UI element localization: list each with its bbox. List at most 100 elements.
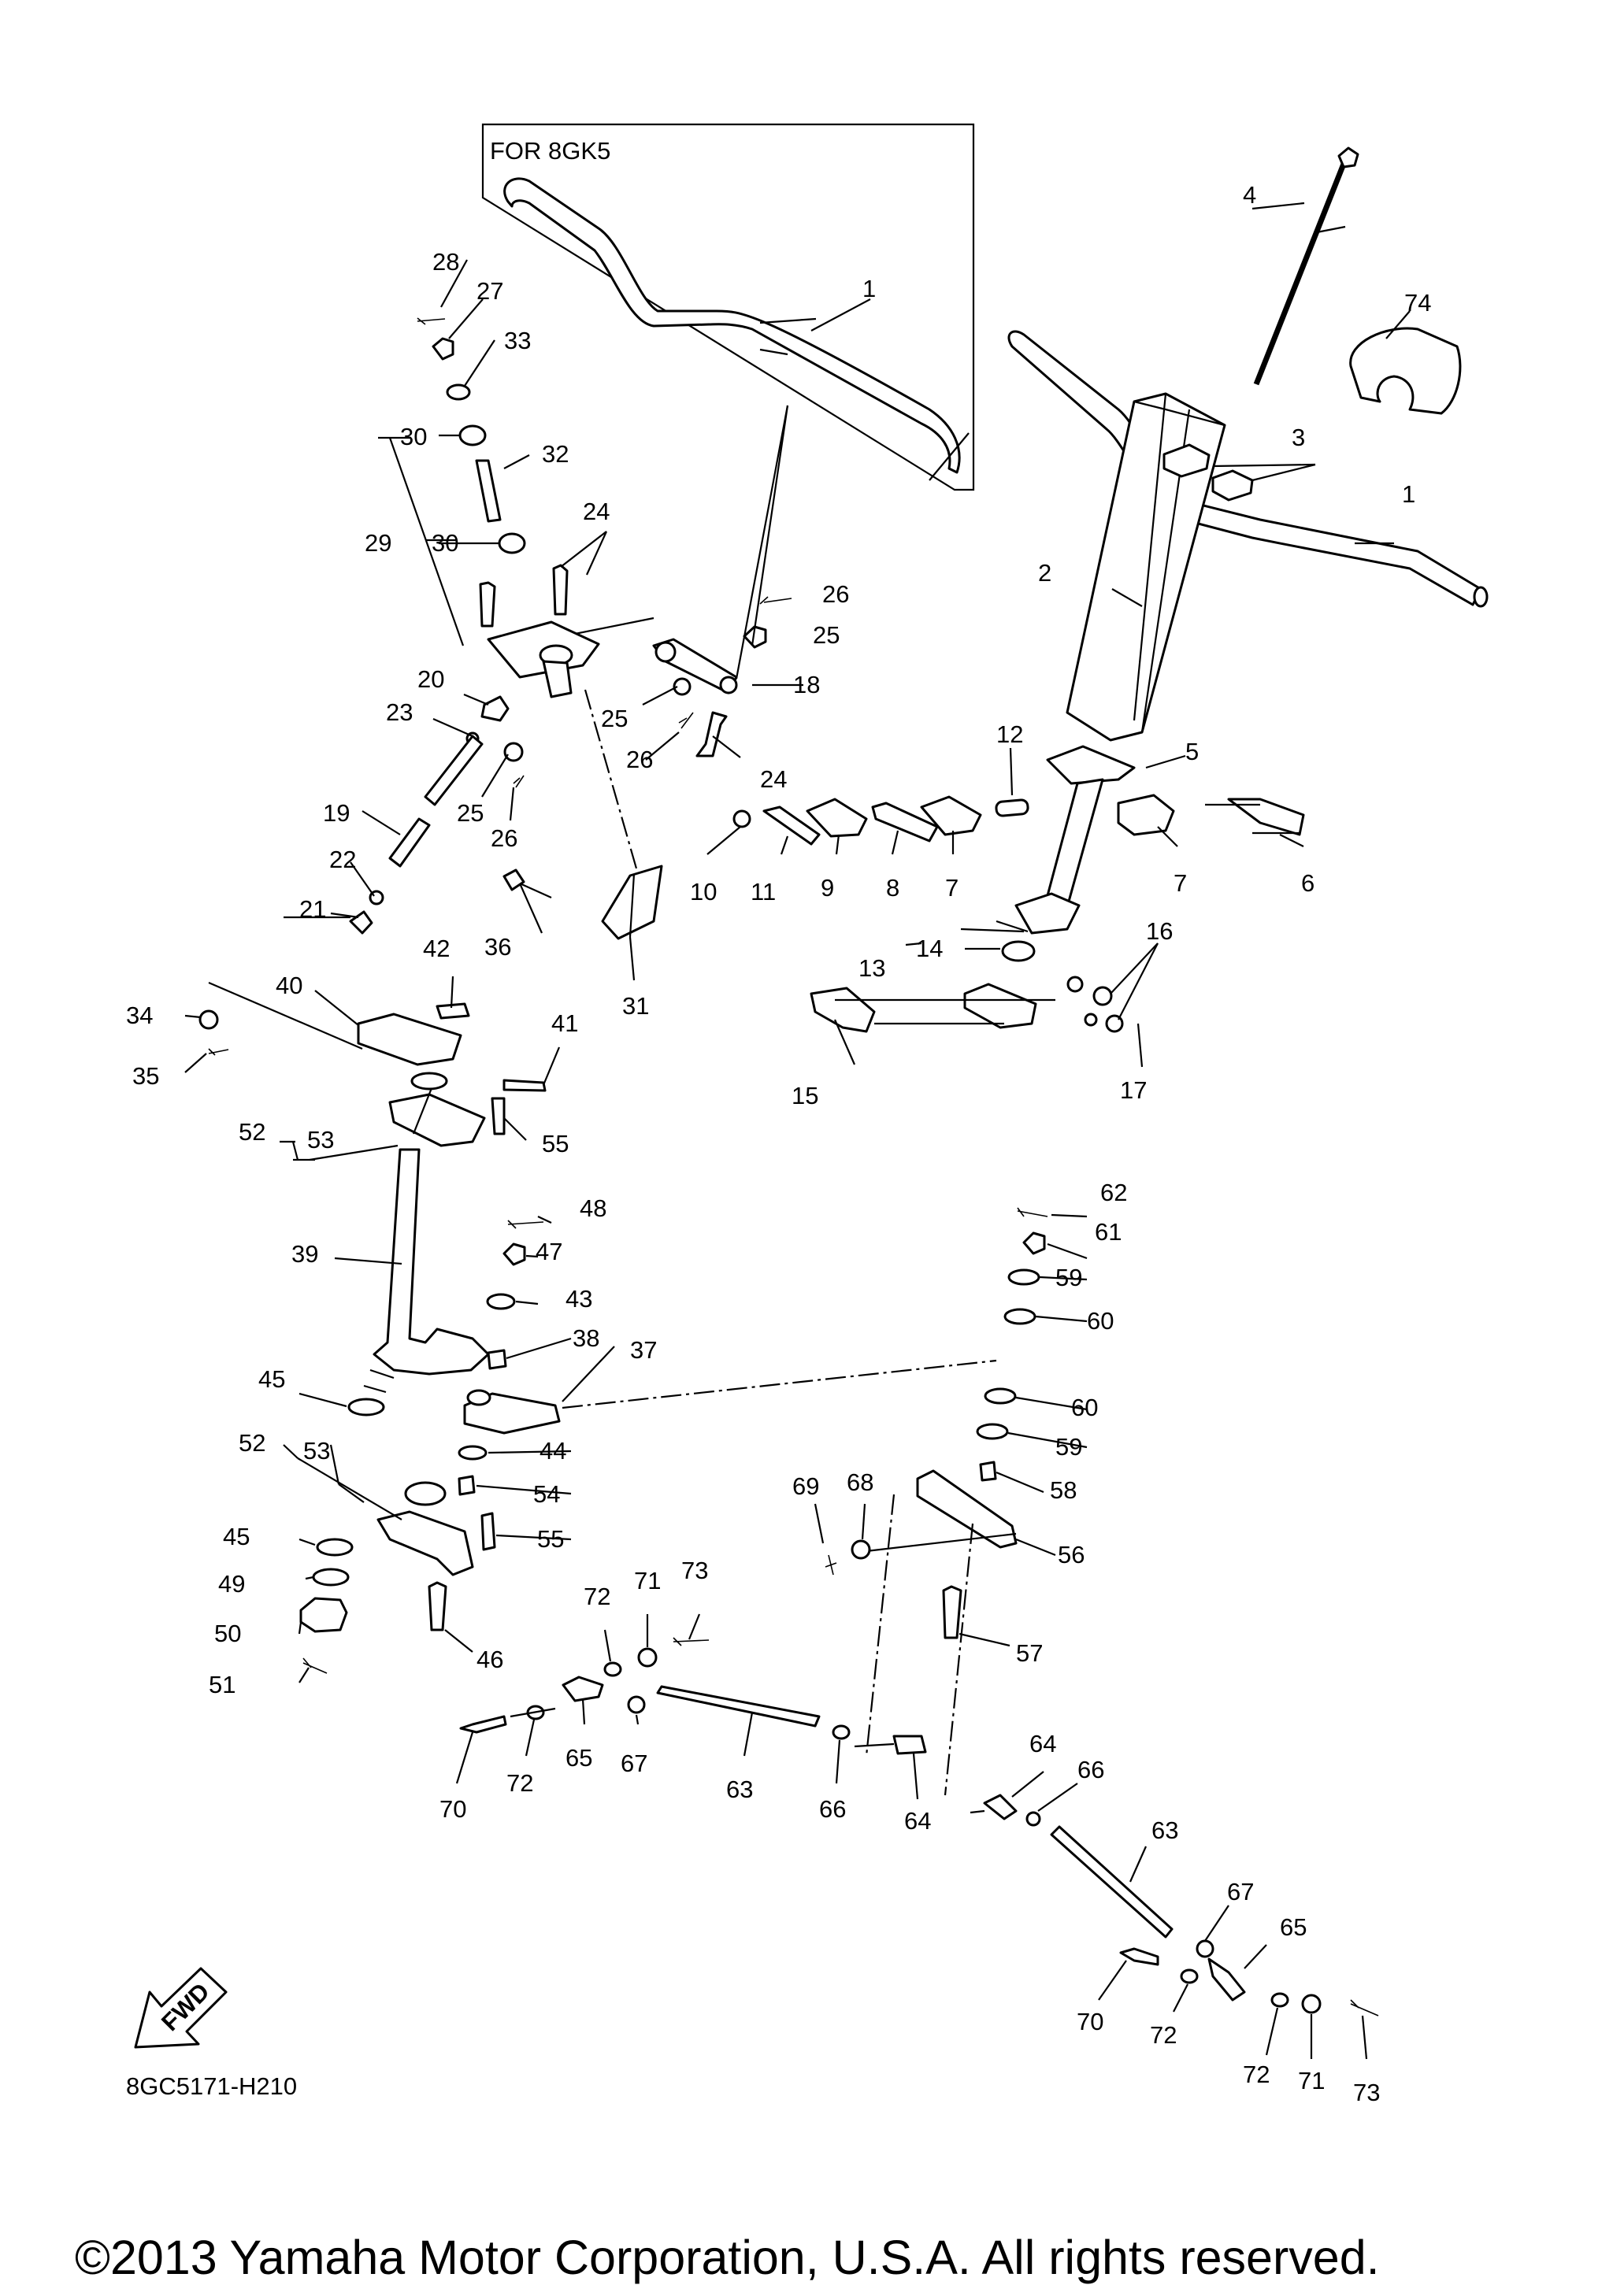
callout-8: 8: [886, 874, 899, 902]
handlebar-holder: [1162, 443, 1211, 478]
washer: [486, 1293, 516, 1310]
callout-74: 74: [1404, 289, 1431, 317]
shaft: [475, 459, 502, 523]
tie-rod: [1050, 1825, 1174, 1939]
cotter-pin: [759, 596, 792, 605]
callout-39: 39: [291, 1240, 318, 1268]
callout-50: 50: [214, 1620, 241, 1647]
callout-70: 70: [439, 1795, 466, 1823]
pitman-arm-assembly: [652, 596, 792, 757]
callout-19: 19: [323, 799, 350, 827]
callout-63: 63: [1151, 1816, 1178, 1844]
tie-rod-end: [562, 1676, 604, 1702]
callout-26: 26: [626, 746, 653, 773]
ball-joint: [480, 695, 510, 722]
lower-arm-stack: [297, 1220, 997, 1674]
steering-column-upper: [1066, 392, 1226, 742]
washer: [976, 1423, 1009, 1440]
cotter-pin: [513, 775, 525, 788]
cotter-pin: [825, 1554, 837, 1576]
callout-7: 7: [1174, 869, 1187, 897]
callout-51: 51: [209, 1671, 235, 1698]
tie-rod-end: [892, 1735, 927, 1755]
handlebar-clamp-cover: [1349, 327, 1462, 415]
callout-43: 43: [565, 1285, 592, 1313]
callout-46: 46: [476, 1646, 503, 1673]
callout-58: 58: [1050, 1476, 1077, 1504]
callout-73: 73: [1353, 2079, 1380, 2106]
callout-40: 40: [276, 972, 302, 999]
bolt: [491, 1097, 506, 1135]
callout-59: 59: [1055, 1433, 1082, 1461]
callout-24: 24: [583, 498, 610, 525]
callout-72: 72: [506, 1769, 533, 1797]
callout-15: 15: [792, 1082, 818, 1109]
callout-65: 65: [565, 1744, 592, 1772]
callout-1: 1: [1402, 480, 1415, 508]
bolt: [695, 711, 728, 757]
callout-45: 45: [223, 1523, 250, 1550]
callout-36: 36: [484, 933, 511, 961]
right-steering-arm: [916, 1469, 1018, 1549]
cotter-pin: [208, 1048, 229, 1056]
bolt: [1119, 1947, 1159, 1966]
collar: [458, 424, 487, 446]
callout-71: 71: [634, 1567, 661, 1594]
ball-joint-shaft: [388, 817, 431, 868]
callout-60: 60: [1071, 1394, 1098, 1421]
callouts: 1 1 2 3 4 5 6 7 7 8 9 10 11 12 13 14 15 …: [126, 181, 1431, 2106]
collar: [979, 1461, 997, 1482]
callout-9: 9: [821, 874, 834, 902]
bolt: [480, 1512, 496, 1551]
figure-reference: 8GC5171-H210: [126, 2072, 297, 2100]
column-boss: [1014, 892, 1081, 935]
bearing-collar: [1001, 940, 1036, 962]
cotter-pin: [417, 317, 446, 325]
callout-4: 4: [1243, 181, 1256, 209]
steering-arm-upper: [388, 1093, 486, 1147]
callout-53: 53: [307, 1126, 334, 1154]
alt-handlebar: [503, 177, 961, 474]
washer: [316, 1538, 354, 1557]
callout-32: 32: [542, 440, 569, 468]
callout-30: 30: [400, 423, 427, 450]
callout-25: 25: [813, 621, 840, 649]
column-clamp: [1117, 794, 1175, 836]
link-arm: [920, 795, 982, 836]
copyright-notice: ©2013 Yamaha Motor Corporation, U.S.A. A…: [75, 2231, 1380, 2284]
callout-18: 18: [793, 671, 820, 698]
lower-steering-arm: [463, 1392, 561, 1435]
bearing: [404, 1481, 447, 1506]
callout-26: 26: [822, 580, 849, 608]
steering-shaft: [373, 1148, 490, 1376]
callout-31: 31: [622, 992, 649, 1020]
collar: [458, 1475, 476, 1496]
callout-45: 45: [258, 1365, 285, 1393]
collar: [498, 532, 526, 554]
callout-70: 70: [1077, 2008, 1103, 2035]
callout-37: 37: [630, 1336, 657, 1364]
callout-14: 14: [916, 935, 943, 962]
callout-29: 29: [365, 529, 391, 557]
callout-49: 49: [218, 1570, 245, 1598]
callout-23: 23: [386, 698, 413, 726]
bolt: [502, 1079, 547, 1092]
callout-57: 57: [1016, 1639, 1043, 1667]
callout-67: 67: [1227, 1878, 1254, 1905]
fwd-arrow-icon: FWD: [134, 1967, 228, 2049]
callout-16: 16: [1146, 917, 1173, 945]
leader-lines: [184, 202, 1411, 2060]
lower-column-assembly: [198, 981, 547, 1394]
column-bracket: [1046, 745, 1136, 785]
washer: [1270, 1992, 1289, 2008]
seal: [410, 1072, 448, 1091]
callout-60: 60: [1087, 1307, 1114, 1335]
callout-33: 33: [504, 327, 531, 354]
callout-72: 72: [584, 1583, 610, 1610]
callout-69: 69: [792, 1472, 819, 1500]
cotter-pin: [673, 1637, 710, 1646]
washer: [312, 1568, 350, 1587]
callout-55: 55: [542, 1130, 569, 1157]
callout-30: 30: [432, 529, 458, 557]
